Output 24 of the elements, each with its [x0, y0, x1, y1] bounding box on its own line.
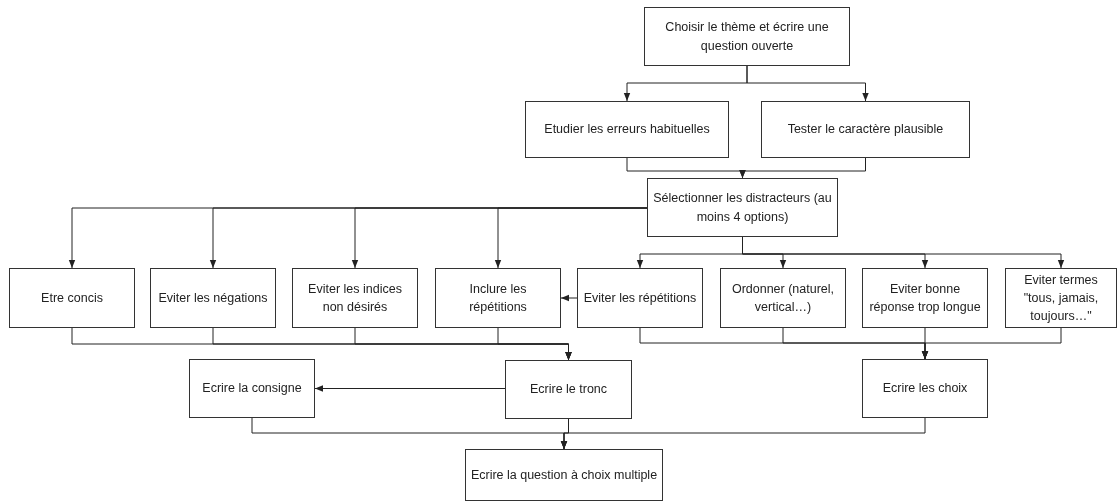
- connector-arrow: [560, 417, 926, 450]
- process-box: Ecrire le tronc: [505, 360, 632, 419]
- process-box: Eviter les indices non désirés: [292, 268, 418, 328]
- connector-arrow: [921, 327, 1062, 360]
- process-box: Etudier les erreurs habituelles: [525, 101, 729, 158]
- process-box: Etre concis: [9, 268, 135, 328]
- process-box: Eviter termes "tous, jamais, toujours…": [1005, 268, 1117, 328]
- process-box: Ordonner (naturel, vertical…): [720, 268, 846, 328]
- process-box: Ecrire les choix: [862, 359, 988, 418]
- process-box: Ecrire la consigne: [189, 359, 315, 418]
- connector-arrow: [739, 157, 866, 179]
- connector-arrow: [494, 207, 648, 269]
- process-box: Inclure les répétitions: [435, 268, 561, 328]
- process-box: Tester le caractère plausible: [761, 101, 970, 158]
- connector-arrow: [497, 327, 572, 361]
- process-box: Eviter les négations: [150, 268, 276, 328]
- process-box: Eviter bonne réponse trop longue: [862, 268, 988, 328]
- process-box: Choisir le thème et écrire une question ouverte: [644, 7, 850, 66]
- connector-arrow: [314, 385, 506, 392]
- process-box: Eviter les répétitions: [577, 268, 703, 328]
- connector-arrow: [560, 294, 578, 302]
- process-box: Sélectionner les distracteurs (au moins 4 options): [647, 178, 838, 237]
- connector-arrow: [746, 65, 869, 102]
- process-box: Ecrire la question à choix multiple: [465, 449, 663, 501]
